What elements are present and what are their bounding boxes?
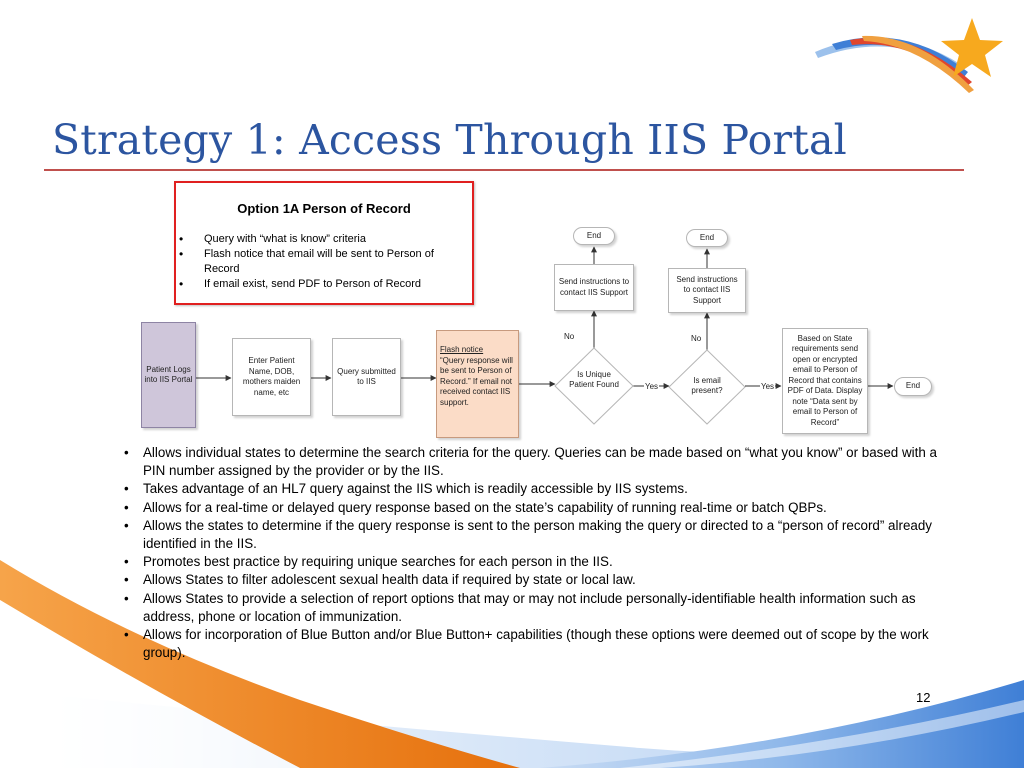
decision-diamond-email xyxy=(668,349,746,425)
list-item: Allows for a real-time or delayed query … xyxy=(120,499,955,517)
list-item: Allows the states to determine if the qu… xyxy=(120,517,955,553)
list-item: Allows States to filter adolescent sexua… xyxy=(120,571,955,589)
swoosh-graphic xyxy=(815,35,974,93)
option-item: Flash notice that email will be sent to … xyxy=(179,247,466,277)
list-item: Promotes best practice by requiring uniq… xyxy=(120,553,955,571)
yes-label: Yes xyxy=(644,382,660,392)
star-graphic xyxy=(941,18,1003,77)
slide-title: Strategy 1: Access Through IIS Portal xyxy=(52,116,847,164)
end-final-node: End xyxy=(894,377,932,396)
flash-notice-title: Flash notice xyxy=(440,345,484,354)
benefits-list: Allows individual states to determine th… xyxy=(120,444,955,662)
option-item: If email exist, send PDF to Person of Re… xyxy=(179,277,466,292)
list-item: Takes advantage of an HL7 query against … xyxy=(120,480,955,498)
enter-patient-name-node: Enter Patient Name, DOB, mothers maiden … xyxy=(232,338,311,416)
list-item: Allows for incorporation of Blue Button … xyxy=(120,626,955,662)
option-title: Option 1A Person of Record xyxy=(237,201,411,216)
end-node-2: End xyxy=(686,229,728,247)
is-unique-label: Is Unique Patient Found xyxy=(569,370,619,389)
send-instructions-node-2: Send instructions to contact IIS Support xyxy=(668,268,746,313)
decision-diamond-unique xyxy=(554,347,634,425)
end-node-1: End xyxy=(573,227,615,245)
patient-logs-node: Patient Logs into IIS Portal xyxy=(141,322,196,428)
is-email-label: Is email present? xyxy=(691,376,723,395)
query-submitted-node: Query submitted to IIS xyxy=(332,338,401,416)
option-list: Query with “what is know” criteria Flash… xyxy=(179,232,466,292)
yes-label: Yes xyxy=(760,382,776,392)
page-number: 12 xyxy=(916,690,931,705)
list-item: Allows individual states to determine th… xyxy=(120,444,955,480)
option-item: Query with “what is know” criteria xyxy=(179,232,466,247)
list-item: Allows States to provide a selection of … xyxy=(120,590,955,626)
no-label: No xyxy=(690,334,703,344)
title-divider xyxy=(44,169,964,171)
option-1a-box: Option 1A Person of Record Query with “w… xyxy=(174,181,474,305)
send-instructions-node-1: Send instructions to contact IIS Support xyxy=(554,264,634,311)
send-email-node: Based on State requirements send open or… xyxy=(782,328,868,434)
no-label: No xyxy=(563,332,576,342)
flash-notice-node: Flash notice “Query response will be sen… xyxy=(436,330,519,438)
flash-notice-body: “Query response will be sent to Person o… xyxy=(440,355,513,407)
